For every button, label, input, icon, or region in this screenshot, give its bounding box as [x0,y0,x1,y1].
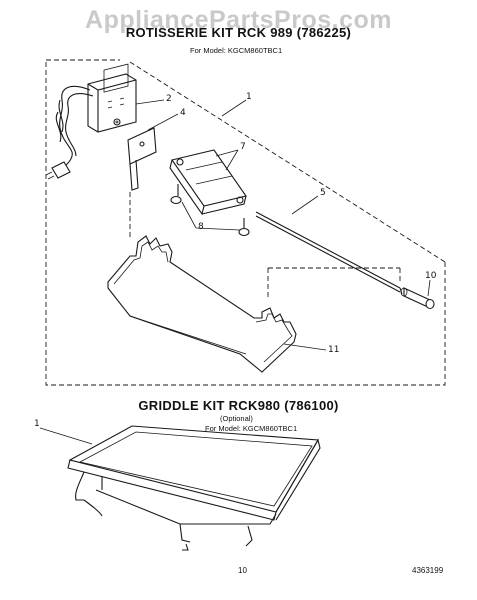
document-number: 4363199 [412,566,444,575]
page-number: 10 [238,566,247,575]
spit-rod [255,211,403,295]
callout-4: 4 [180,108,186,118]
griddle-plate [39,425,321,551]
griddle-model-label: For Model: KGCM860TBC1 [205,424,298,433]
rotisserie-kit-title: ROTISSERIE KIT RCK 989 (786225) [125,25,352,40]
griddle-optional-label: (Optional) [220,414,253,423]
spit-handle [400,287,435,310]
rotisserie-motor [45,63,137,180]
thumb-screws [170,184,250,237]
watermark: AppliancePartsPros.com [85,6,392,34]
callout-7: 7 [240,142,246,152]
callout-11: 11 [328,345,340,355]
callout-1: 1 [246,92,252,102]
wire-rack [107,235,297,373]
callout-5: 5 [320,188,326,198]
callout-10: 10 [425,271,437,281]
callout-2: 2 [166,94,172,104]
callout-8: 8 [198,222,204,232]
kit-boundary-outline [45,59,446,386]
alignment-guides [129,192,401,300]
motor-bracket [127,127,157,191]
callout-leaders [135,99,431,351]
griddle-kit-title: GRIDDLE KIT RCK980 (786100) [138,398,339,413]
rotisserie-model-label: For Model: KGCM860TBC1 [190,46,283,55]
griddle-callout-1: 1 [34,419,40,429]
spit-support-bracket [169,149,247,216]
